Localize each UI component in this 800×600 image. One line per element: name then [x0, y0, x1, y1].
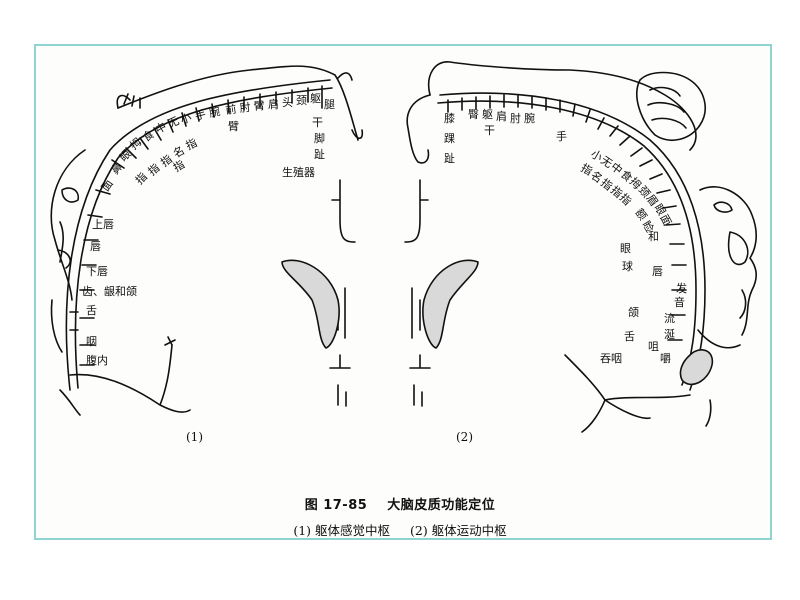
p2-label-and: 和	[648, 230, 659, 243]
p1-label-leg: 腿	[324, 98, 335, 111]
p2-label-trunk: 躯	[482, 108, 493, 121]
p1-label-tongue: 舌	[86, 304, 97, 317]
p2-label-jaw: 颌	[628, 305, 639, 319]
p2-label-saliv2: 涎	[664, 327, 675, 341]
p1-label-lip: 唇	[90, 240, 101, 253]
p2-label-hand: 手	[556, 129, 567, 143]
p2-label-chew2: 嚼	[660, 351, 671, 365]
p1-label-lower-lip: 下唇	[86, 265, 108, 278]
p2-label-toe: 趾	[444, 151, 455, 165]
p2-label-elbow: 肘	[510, 111, 521, 125]
ventricle-left-shape	[281, 259, 340, 349]
p2-label-vocal1: 发	[676, 281, 687, 295]
p2-label-chew1: 咀	[648, 340, 659, 353]
figure-caption-sub: (1) 躯体感觉中枢 (2) 躯体运动中枢	[0, 520, 800, 539]
p1-label-little: 小	[179, 111, 194, 127]
panel1-labels: 面 鼻 眼 拇 食 中 无 小 手 腕 前 肘 臂 肩 头 颈 躯 腿 指 指 …	[82, 92, 335, 444]
p1-label-eye: 眼	[117, 147, 134, 164]
p1-label-forearm: 前	[224, 102, 237, 117]
ventricle-right-shape	[422, 259, 479, 349]
panel2-labels: 膝 臀 躯 肩 肘 腕 手 干 踝 趾 小 无 中 食 拇 颈 眉 眼 面 指 …	[444, 108, 687, 444]
panel1-number: (1)	[186, 430, 203, 444]
figure-caption-title: 图 17-85 大脑皮质功能定位	[0, 494, 800, 513]
p1-label-shoulder: 肩	[268, 97, 279, 111]
sensory-homunculus-figure	[50, 65, 364, 416]
p2-label-saliv1: 流	[664, 311, 675, 325]
p2-label-lip: 唇	[652, 265, 663, 278]
p1-finger-1: 指	[132, 169, 150, 187]
p2-label-trunk2: 干	[484, 124, 495, 137]
p1-finger-2: 指	[145, 161, 162, 179]
p1-label-genital: 生殖器	[282, 165, 315, 179]
p2-label-eyeball1: 眼	[620, 242, 631, 255]
p1-label-hand: 手	[193, 107, 207, 123]
p1-label-trunk: 躯	[310, 92, 321, 105]
p1-label-toe: 趾	[314, 147, 325, 161]
p1-label-head: 头	[282, 96, 293, 109]
p2-label-eyeball2: 球	[622, 259, 633, 273]
panel2-number: (2)	[456, 430, 473, 444]
figure-sub-sensory: (1) 躯体感觉中枢	[293, 523, 390, 538]
p2-label-face: 面	[657, 212, 674, 228]
p1-label-pharynx: 咽	[86, 335, 97, 348]
p1-label-arm: 臂	[253, 99, 265, 113]
p1-label-intra-abdominal: 腹内	[86, 353, 108, 367]
p1-label-upper-lip: 上唇	[92, 218, 114, 231]
p2-label-vocal2: 音	[674, 295, 685, 309]
p1-label-wrist: 腕	[208, 104, 222, 120]
p2-label-hip: 臀	[468, 108, 479, 121]
p1-label-ring: 无	[166, 114, 181, 130]
p1-label-elbow: 肘	[239, 100, 251, 115]
p2-label-wrist: 腕	[524, 111, 535, 125]
p1-finger-5: 指	[183, 135, 199, 152]
p1-label-neck: 颈	[296, 94, 307, 107]
p2-label-shoulder: 肩	[496, 109, 507, 123]
p2-label-tongue: 舌	[624, 330, 635, 343]
p2-label-ankle: 踝	[444, 132, 455, 145]
figure-title: 大脑皮质功能定位	[387, 498, 496, 513]
p2-label-swallow: 吞咽	[600, 352, 622, 365]
motor-homunculus-figure	[404, 61, 757, 433]
p1-label-nose: 鼻	[108, 160, 126, 177]
p1-label-finger-low: 指	[171, 157, 188, 175]
figure-number: 图 17-85	[304, 498, 368, 513]
p1-label-arm2: 臂	[228, 120, 239, 133]
p2-label-knee: 膝	[444, 112, 455, 125]
p1-label-foot: 脚	[314, 131, 325, 145]
p1-label-teeth: 齿、龈和颌	[82, 284, 137, 298]
figure-frame	[34, 44, 772, 540]
p1-label-trunk2: 干	[312, 116, 323, 129]
figure-sub-motor: (2) 躯体运动中枢	[410, 523, 507, 538]
